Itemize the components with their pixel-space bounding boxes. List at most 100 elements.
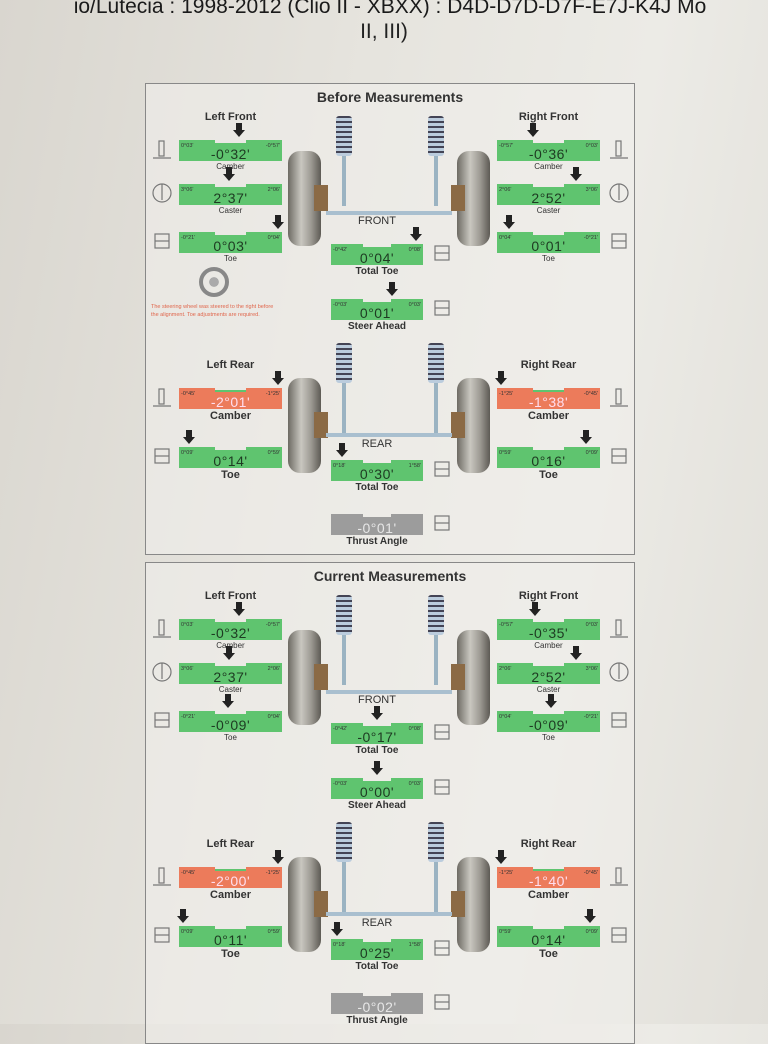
- thrust-angle-gauge: -0°02'Thrust Angle: [331, 993, 423, 1026]
- tolerance-step: [563, 867, 600, 870]
- gauge-bar: 0°04'-0°21'0°01': [497, 232, 600, 253]
- range-max: 0°03': [585, 143, 598, 149]
- wheel-hub: [314, 664, 328, 690]
- wheel-hub: [451, 664, 465, 690]
- range-max: 0°08': [408, 247, 421, 253]
- wheel-hub: [451, 185, 465, 211]
- range-min: -0°03': [333, 781, 348, 787]
- lr-toe-gauge: 0°09'0°59'0°14'Toe: [179, 430, 282, 481]
- tolerance-step: [497, 867, 534, 870]
- thrust-angle-diagram-icon: [431, 991, 453, 1013]
- measurement-label: Toe: [542, 254, 555, 263]
- measurement-value: -0°01': [357, 520, 397, 536]
- range-max: 0°08': [408, 726, 421, 732]
- gauge-bar: -0°21'0°04'-0°09': [179, 711, 282, 732]
- gauge-bar: -0°57'0°03'-0°35': [497, 619, 600, 640]
- range-min: 3°06': [181, 187, 194, 193]
- measurement-label: Camber: [528, 410, 569, 422]
- front-total-toe-gauge: -0°42'0°08'-0°17'Total Toe: [331, 706, 423, 756]
- range-max: 0°03': [408, 302, 421, 308]
- tolerance-step: [245, 232, 282, 235]
- front-wheel-image: [451, 151, 490, 246]
- front-wheel-image: [288, 630, 328, 725]
- tolerance-step: [331, 723, 364, 726]
- tolerance-window: [363, 299, 391, 302]
- range-min: 0°04': [499, 714, 512, 720]
- tolerance-step: [497, 926, 534, 929]
- rr-toe-gauge: 0°59'0°09'0°16'Toe: [497, 430, 600, 481]
- tolerance-step: [331, 778, 364, 781]
- measurement-value: 0°04': [359, 250, 395, 266]
- tolerance-step: [563, 232, 600, 235]
- measurement-label: Toe: [224, 733, 237, 742]
- tolerance-step: [390, 993, 423, 996]
- tolerance-step: [179, 184, 216, 187]
- coil-spring: [428, 595, 444, 635]
- lf-caster-diagram-icon: [151, 182, 173, 204]
- wheel-hub: [451, 891, 465, 917]
- tolerance-step: [497, 232, 534, 235]
- left-rear-label: Left Rear: [206, 838, 255, 850]
- tolerance-step: [245, 140, 282, 143]
- steer-ahead-gauge: -0°03'0°03'0°00'Steer Ahead: [331, 761, 423, 811]
- lf-toe-gauge: -0°21'0°04'-0°09'Toe: [179, 694, 282, 742]
- gauge-bar: 2°06'3°06'2°52': [497, 184, 600, 205]
- measurement-value: 0°11': [213, 932, 248, 948]
- measurement-label: Camber: [216, 162, 245, 171]
- tolerance-window: [215, 390, 246, 392]
- tolerance-step: [331, 939, 364, 942]
- range-max: 0°59': [267, 450, 280, 456]
- measurement-value: -1°40': [528, 873, 569, 889]
- lf-toe-diagram-icon: [151, 230, 173, 252]
- panel-title: Current Measurements: [313, 568, 467, 584]
- range-min: -1°25': [499, 870, 514, 876]
- tolerance-window: [363, 993, 391, 996]
- thrust-angle-diagram-icon: [431, 512, 453, 534]
- rr-camber-diagram-icon: [608, 865, 630, 887]
- tolerance-window: [533, 869, 564, 871]
- gauge-bar: 0°18'1°58'0°25': [331, 939, 423, 960]
- tolerance-step: [179, 140, 216, 143]
- measurement-label: Caster: [218, 685, 243, 694]
- measurement-value: 2°37': [213, 669, 248, 685]
- range-min: 3°06': [181, 666, 194, 672]
- gauge-bar: 0°03'-0°57'-0°32': [179, 140, 282, 161]
- gauge-bar: -0°45'-1°25'-2°00': [179, 867, 282, 888]
- tolerance-step: [245, 619, 282, 622]
- range-min: -0°45': [181, 870, 196, 876]
- range-min: 0°03': [181, 143, 194, 149]
- tolerance-step: [245, 867, 282, 870]
- gauge-bar: -0°21'0°04'0°03': [179, 232, 282, 253]
- range-max: 0°03': [585, 622, 598, 628]
- tolerance-step: [179, 867, 216, 870]
- gauge-bar: 3°06'2°06'2°37': [179, 184, 282, 205]
- lr-toe-diagram-icon: [151, 924, 173, 946]
- range-max: -0°57': [265, 143, 280, 149]
- tolerance-step: [179, 447, 216, 450]
- tolerance-step: [497, 184, 534, 187]
- measurement-label: Camber: [210, 889, 251, 901]
- right-front-label: Right Front: [518, 111, 579, 123]
- gauge-bar: 0°04'-0°21'-0°09': [497, 711, 600, 732]
- coil-spring: [336, 343, 352, 383]
- tolerance-window: [215, 619, 246, 622]
- steering-warning-text: The steering wheel was steered to the ri…: [151, 304, 274, 318]
- range-max: -0°21': [583, 714, 598, 720]
- tolerance-step: [179, 388, 216, 391]
- strut: [434, 156, 438, 206]
- tolerance-window: [215, 232, 246, 235]
- range-min: 2°06': [499, 666, 512, 672]
- lr-camber-diagram-icon: [151, 865, 173, 887]
- gauge-bar: 0°59'0°09'0°14': [497, 926, 600, 947]
- gauge-bar: -1°25'-0°45'-1°38': [497, 388, 600, 409]
- rf-camber-diagram-icon: [608, 138, 630, 160]
- tolerance-step: [179, 232, 216, 235]
- lf-camber-diagram-icon: [151, 617, 173, 639]
- gauge-bar: 0°03'-0°57'-0°32': [179, 619, 282, 640]
- rear-total-toe-gauge: 0°18'1°58'0°25'Total Toe: [331, 922, 423, 972]
- gauge-bar: -0°03'0°03'0°01': [331, 299, 423, 320]
- tolerance-step: [390, 244, 423, 247]
- lf-toe-gauge: -0°21'0°04'0°03'Toe: [179, 215, 284, 263]
- coil-spring: [336, 822, 352, 862]
- steer-ahead-diagram-icon: [431, 776, 453, 798]
